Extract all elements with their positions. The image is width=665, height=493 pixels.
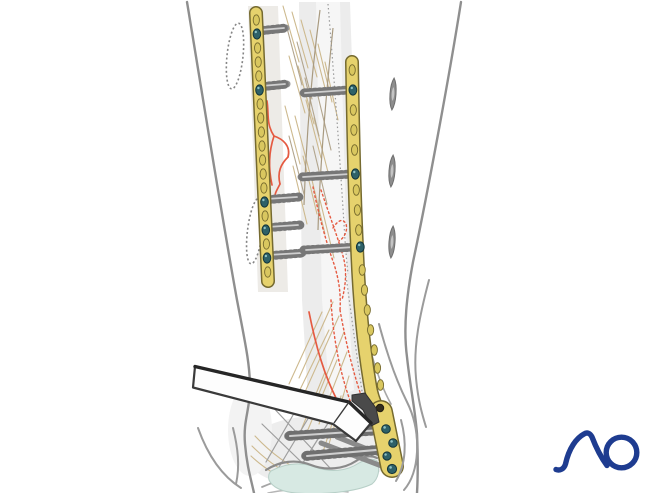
plate-insertion-instrument: plate insertion instrument: [191, 364, 380, 443]
screw-head-highlights: [254, 30, 268, 258]
screw-shaft: [300, 444, 394, 461]
plate-hook-hole: [375, 403, 385, 413]
instrument-fold-line: [333, 401, 350, 424]
left-leg-outline: [185, 0, 256, 493]
fibula-plate: lateral fibula plate: [249, 6, 275, 288]
fibula-fracture-line: [266, 100, 290, 200]
screw-head-highlights: [350, 86, 361, 247]
incision-ellipse-top: [225, 22, 245, 90]
fascia-dotted-line: [327, 3, 365, 405]
screw-shaft: [299, 242, 362, 255]
stab-incision-marks: [388, 77, 397, 259]
screw-shaft: [296, 169, 357, 182]
screw-head-highlights: [383, 426, 393, 469]
tibia-plate: medial distal tibia plate: [345, 55, 404, 478]
ao-logo-letter-a: [553, 430, 610, 473]
ao-logo-letter-o: [603, 434, 640, 471]
tissue-long-curves: [303, 9, 334, 231]
tendon-curve-over-plate: [395, 419, 406, 482]
tibia-plate-holes: [348, 64, 385, 391]
screw-shaft: [298, 85, 354, 98]
ankle-cartilage: [264, 455, 380, 493]
fibula-screw-heads: [252, 28, 272, 264]
tibia-shaft-screws: [296, 85, 362, 255]
instrument-hook-tip: [351, 392, 380, 427]
screw-shaft: [283, 425, 388, 441]
fibula-plate-holes: [252, 14, 272, 278]
ao-logo: AO: [553, 430, 640, 473]
